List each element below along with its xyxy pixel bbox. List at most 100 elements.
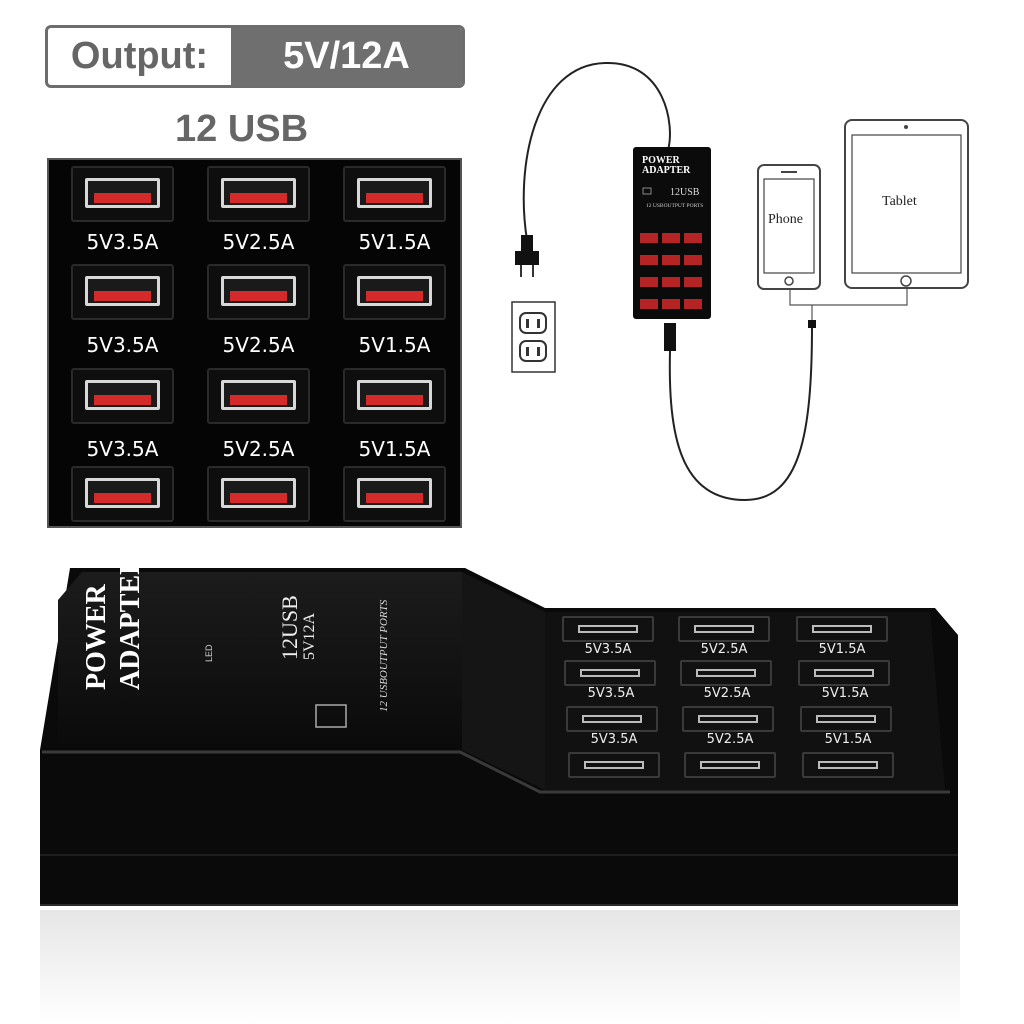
device-port-rating: 5V1.5A (824, 732, 872, 747)
mini-usb-port (684, 277, 702, 287)
device-port-rating: 5V2.5A (706, 732, 754, 747)
svg-text:12USB: 12USB (670, 187, 700, 198)
usb-port-rating: 5V3.5A (86, 333, 159, 357)
wall-outlet-icon (511, 301, 556, 373)
usb-port (71, 166, 174, 222)
mini-usb-port (640, 255, 658, 265)
usb-port (71, 368, 174, 424)
mini-usb-port (640, 277, 658, 287)
usb-port-rating: 5V1.5A (358, 230, 431, 254)
device-port-rating: 5V3.5A (590, 732, 638, 747)
phone-icon (757, 164, 821, 290)
svg-text:12 USBOUTPUT PORTS: 12 USBOUTPUT PORTS (646, 203, 703, 209)
output-label: Output: (70, 35, 209, 77)
device-port-rating: 5V3.5A (587, 686, 635, 701)
usb-port (71, 466, 174, 522)
device-usb-port (798, 660, 890, 686)
usb-port (71, 264, 174, 320)
device-brand: POWER ADAPTER (80, 555, 148, 690)
usb-port-rating: 5V1.5A (358, 333, 431, 357)
usb-port-socket (85, 380, 160, 410)
phone-label: Phone (768, 212, 803, 227)
mini-usb-port (640, 233, 658, 243)
usb-port-socket (221, 178, 296, 208)
usb-port-panel: 5V3.5A 5V2.5A 5V1.5A 5V3.5A 5V2.5A 5V1.5A 5V3.… (47, 158, 462, 528)
usb-port (343, 466, 446, 522)
usb-cable (668, 324, 813, 502)
usb-port-tongue (94, 493, 151, 503)
ports-text: 12 USBOUTPUT PORTS (378, 599, 390, 712)
device-port-rating: 5V1.5A (818, 642, 866, 657)
usb-port (343, 264, 446, 320)
usb-port-tongue (366, 291, 423, 301)
mini-usb-port (684, 299, 702, 309)
usb-port-socket (221, 478, 296, 508)
mini-usb-port (684, 233, 702, 243)
tablet-label: Tablet (882, 194, 917, 209)
usb-port-socket (357, 276, 432, 306)
usb-port-tongue (230, 493, 287, 503)
usb-count-title: 12 USB (175, 108, 309, 150)
brand-line-2: ADAPTER (115, 554, 146, 690)
usb-port-rating: 5V1.5A (358, 437, 431, 461)
usb-port (207, 166, 310, 222)
device-usb-port (682, 706, 774, 732)
device-usb-port (680, 660, 772, 686)
usb-port-socket (357, 178, 432, 208)
usb-port-tongue (94, 291, 151, 301)
usb-port-socket (85, 276, 160, 306)
mini-usb-port (662, 233, 680, 243)
mini-usb-port (684, 255, 702, 265)
device-usb-port (684, 752, 776, 778)
mini-usb-port (662, 255, 680, 265)
device-usb-port (562, 616, 654, 642)
usb-port-tongue (230, 291, 287, 301)
mini-usb-port (640, 299, 658, 309)
usb-port-rating: 5V2.5A (222, 230, 295, 254)
ac-plug (515, 235, 539, 277)
usb-port-rating: 5V2.5A (222, 437, 295, 461)
mini-usb-port (662, 277, 680, 287)
device-usb-port (566, 706, 658, 732)
usb-port-socket (221, 380, 296, 410)
tablet-icon (844, 119, 969, 289)
device-port-rating: 5V2.5A (703, 686, 751, 701)
usb-port-rating: 5V3.5A (86, 437, 159, 461)
device-usb-port (678, 616, 770, 642)
usb-port-socket (221, 276, 296, 306)
device-usb-port (568, 752, 660, 778)
usb-port (343, 368, 446, 424)
device-usb-port (802, 752, 894, 778)
logo-text: 12USB (277, 595, 302, 660)
adapter-illustration: POWER ADAPTER 12USB 12 USBOUTPUT PORTS (633, 147, 711, 351)
usb-port-socket (357, 478, 432, 508)
usb-port-rating: 5V2.5A (222, 333, 295, 357)
device-logo: 12USB 5V12A (277, 595, 320, 660)
usb-port-tongue (366, 395, 423, 405)
device-port-rating: 5V1.5A (821, 686, 869, 701)
usb-port-tongue (230, 193, 287, 203)
device-usb-port (564, 660, 656, 686)
usb-port-socket (357, 380, 432, 410)
usb-port-tongue (94, 395, 151, 405)
device-usb-port (800, 706, 892, 732)
usb-port-tongue (366, 493, 423, 503)
device-port-rating: 5V3.5A (584, 642, 632, 657)
device-body (40, 568, 960, 1024)
usb-port-socket (85, 178, 160, 208)
usb-port (207, 264, 310, 320)
usb-port-tongue (366, 193, 423, 203)
led-label: LED (204, 644, 214, 662)
usb-port-tongue (230, 395, 287, 405)
ac-cable (522, 61, 671, 241)
usb-port-tongue (94, 193, 151, 203)
logo-sub: 5V12A (301, 612, 318, 660)
svg-text:POWER: POWER (642, 155, 681, 166)
usb-port (207, 466, 310, 522)
usb-port-socket (85, 478, 160, 508)
usb-port (207, 368, 310, 424)
output-value: 5V/12A (231, 28, 462, 85)
device-port-rating: 5V2.5A (700, 642, 748, 657)
usb-port-rating: 5V3.5A (86, 230, 159, 254)
connection-diagram: POWER ADAPTER 12USB 12 USBOUTPUT PORTS (511, 61, 969, 502)
